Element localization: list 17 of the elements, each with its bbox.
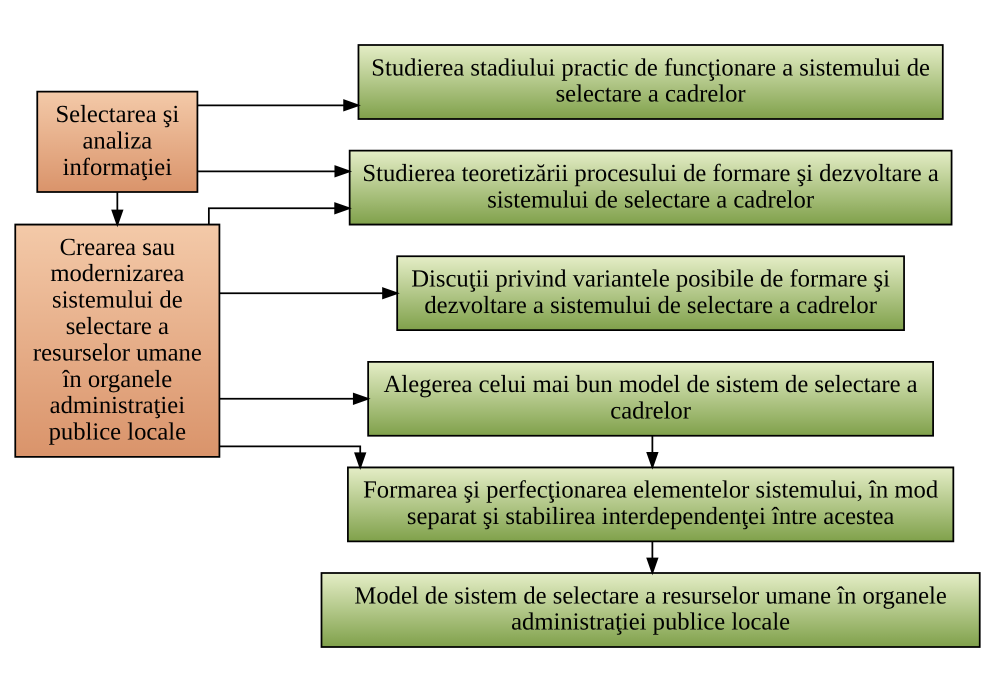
arrow	[198, 164, 352, 177]
arrow	[220, 392, 371, 404]
arrow	[208, 202, 352, 224]
node-box: Studierea teoretizării procesului de formare şi dezvoltare a sistemului de selectare a cadrelor	[348, 149, 952, 225]
arrow	[646, 436, 659, 470]
arrow	[220, 286, 400, 299]
node-box: Alegerea celui mai bun model de sistem de selectare a cadrelor	[367, 360, 934, 436]
node-box: Model de sistem de selectare a resurselor umane în organele administraţiei publice locale	[320, 572, 981, 648]
arrow	[198, 98, 361, 111]
arrow	[646, 541, 659, 575]
node-box: Selectarea şi analiza informaţiei	[36, 90, 198, 192]
node-box: Formarea şi perfecţionarea elementelor sistemului, în mod separat şi stabilirea interdependenţei între acestea	[347, 466, 954, 542]
node-box: Discuţii privind variantele posibile de formare şi dezvoltare a sistemului de selectare a cadrelor	[396, 254, 905, 331]
arrow	[111, 192, 124, 227]
node-box: Studierea stadiului practic de funcţionare a sistemului de selectare a cadrelor	[358, 44, 944, 120]
node-box: Crearea sau modernizarea sistemului de selectare a resurselor umane în organele administraţiei publice locale	[14, 223, 220, 458]
arrow	[220, 444, 366, 470]
